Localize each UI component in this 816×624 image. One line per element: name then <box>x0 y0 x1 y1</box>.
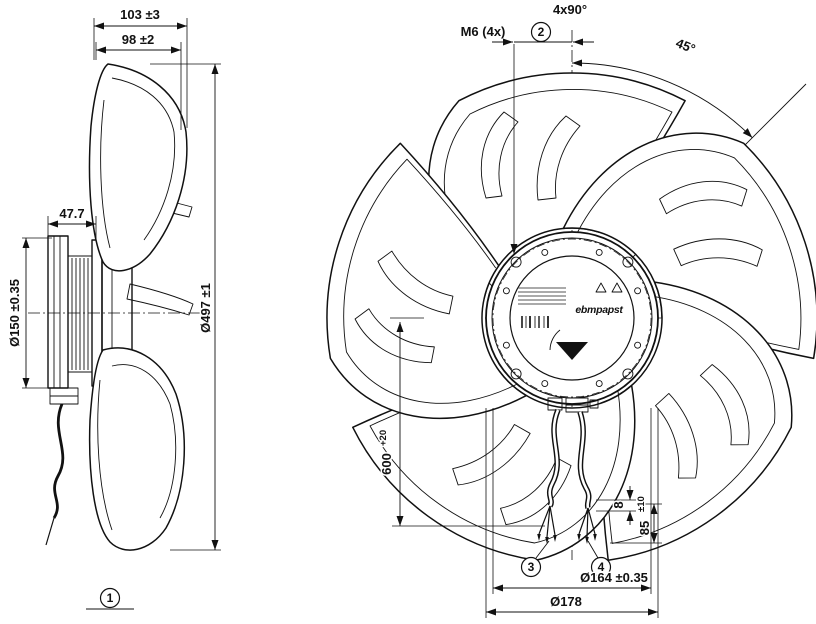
mounting-bracket <box>47 235 79 405</box>
bolt-circle <box>492 238 652 398</box>
side-blades <box>88 63 194 551</box>
thread-label: M6 (4x) <box>461 24 506 39</box>
hub: ebmpapst <box>485 231 659 413</box>
mounting-holes-m6 <box>510 256 634 380</box>
lead-wire <box>45 403 65 546</box>
front-view: ebmpapst <box>293 1 816 618</box>
svg-text:4: 4 <box>598 560 605 574</box>
cables <box>537 408 597 544</box>
side-view: 103 ±3 98 ±2 47.7 Ø150 ±0.35 Ø497 ±1 <box>6 6 221 610</box>
svg-text:2: 2 <box>538 25 545 39</box>
dim-lead-end-tol: ±10 <box>636 496 647 512</box>
dim-bolt-circle: Ø164 ±0.35 <box>580 570 648 585</box>
dim-depth-total: 103 ±3 <box>120 7 160 22</box>
dim-depth-impeller: 98 ±2 <box>122 32 154 47</box>
callout-1: 1 <box>86 587 134 610</box>
callout-4: 4 <box>587 540 612 578</box>
fine-print-lines <box>518 287 566 305</box>
brand-label: ebmpapst <box>575 304 623 316</box>
pin-tips <box>537 534 597 544</box>
side-view-dimensions: 103 ±3 98 ±2 47.7 Ø150 ±0.35 Ø497 ±1 <box>6 6 221 610</box>
dim-hole-pattern: 4x90° <box>553 2 587 17</box>
callout-3: 3 <box>520 540 550 578</box>
svg-text:1: 1 <box>107 591 114 605</box>
dim-cable-length: 600 <box>379 453 394 475</box>
name-plate <box>509 255 635 381</box>
dim-lead-end-length: 85 <box>637 521 652 535</box>
name-plate-content: ebmpapst <box>518 282 624 360</box>
front-view-dimensions: 4x90° M6 (4x) 2 45° 600 +20 8 <box>377 1 753 618</box>
dim-mounting-pitch: Ø150 ±0.35 <box>7 279 22 347</box>
warning-triangle-icon <box>595 282 607 293</box>
dim-impeller-diameter: Ø497 ±1 <box>198 283 213 333</box>
cable-glands <box>547 397 599 413</box>
dim-connector-length: 8 <box>611 501 626 508</box>
dim-flange-diameter: Ø178 <box>550 594 582 609</box>
svg-text:3: 3 <box>528 560 535 574</box>
barcode <box>521 316 549 328</box>
rotation-direction-icon <box>556 342 588 360</box>
dim-bracket-depth: 47.7 <box>59 206 84 221</box>
dim-cable-length-tol: +20 <box>378 430 389 446</box>
side-view-drawing <box>28 63 208 551</box>
callout-2: 2 <box>530 21 552 43</box>
warning-triangle-icon <box>611 282 623 293</box>
dim-mount-angle: 45° <box>674 35 698 56</box>
lead-pins <box>538 505 596 538</box>
hub-screws <box>502 248 642 388</box>
